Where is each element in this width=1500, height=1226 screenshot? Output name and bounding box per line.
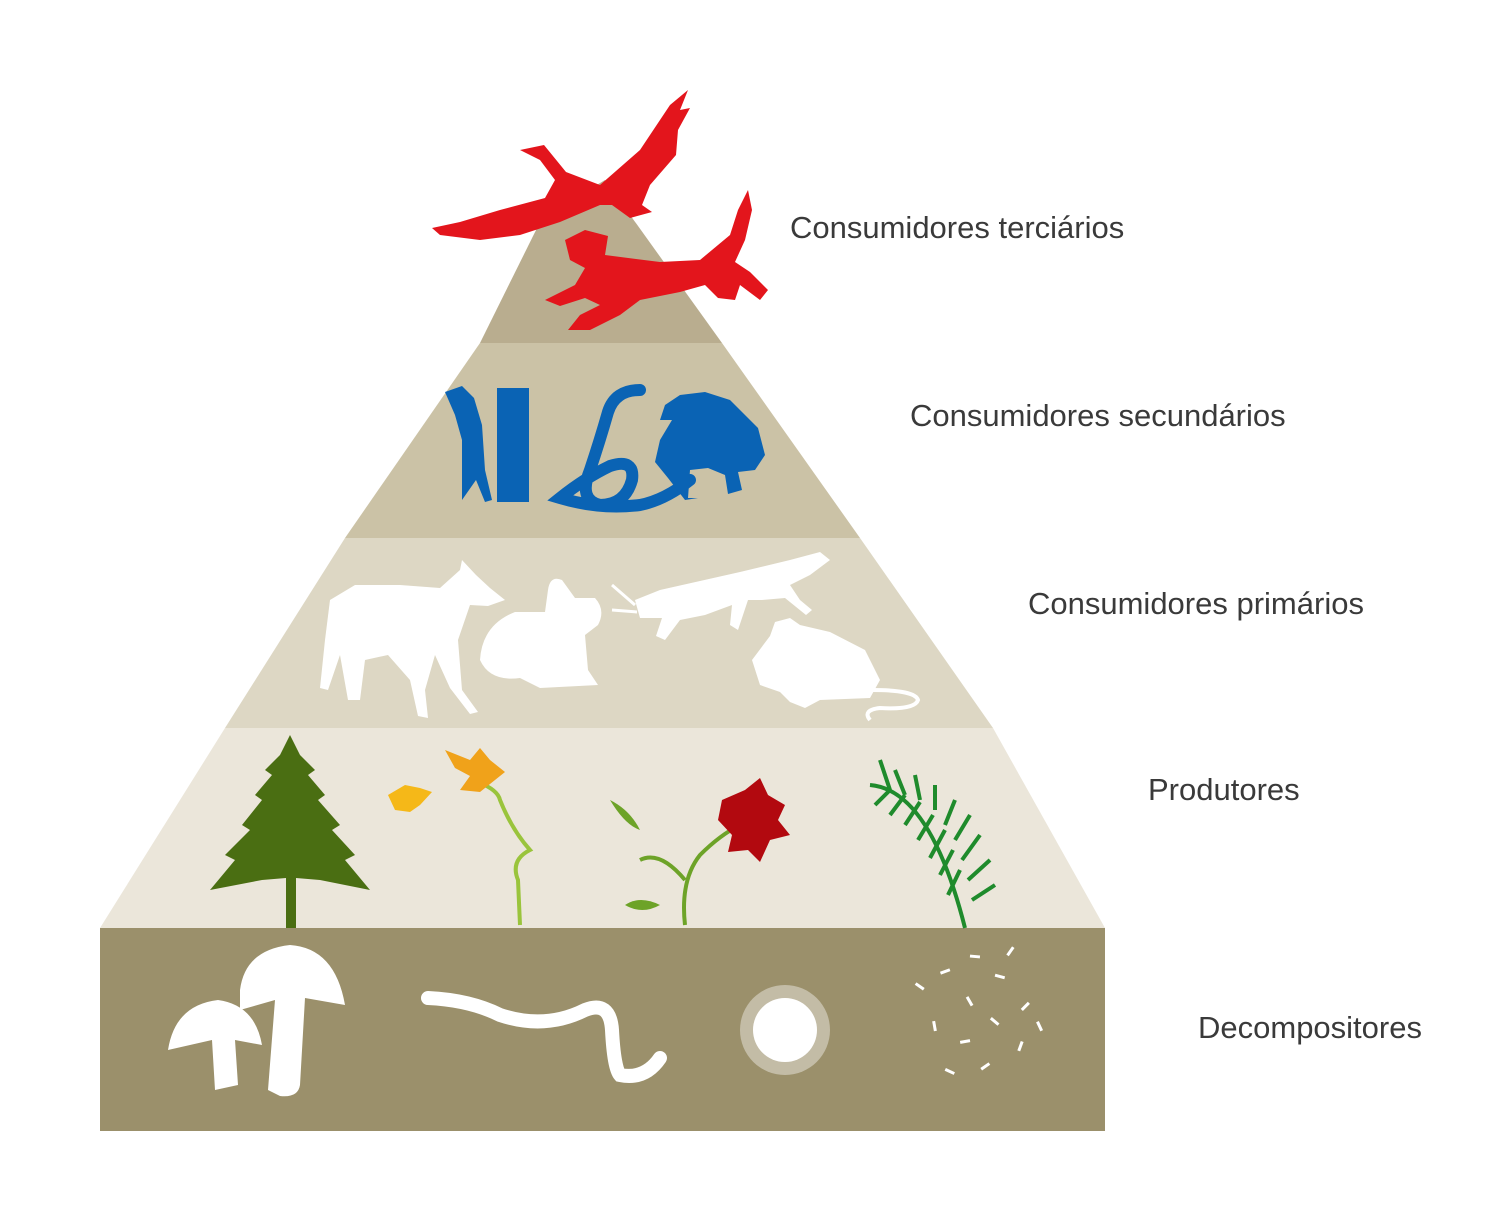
mouse-icon [752,618,921,722]
worm-icon [421,991,667,1083]
snake-icon [547,384,696,513]
deer-icon [320,560,505,718]
eagle-icon [432,90,690,240]
frog-icon [655,392,765,500]
rabbit-icon [480,578,602,688]
fern-icon [869,759,997,929]
label-produtores: Produtores [1148,772,1300,807]
label-decompositores: Decompositores [1198,1010,1422,1045]
label-consumidores-primarios: Consumidores primários [1028,586,1364,621]
fungus-spore-icon [740,985,830,1075]
pine-tree-icon [210,735,370,928]
orange-flower-icon [388,748,534,926]
label-consumidores-terciarios: Consumidores terciários [790,210,1125,245]
red-flower-icon [610,778,790,926]
bacteria-icon [914,946,1044,1075]
puma-icon [545,190,768,330]
mushroom-icon [168,945,345,1097]
woodpecker-icon [445,386,529,502]
grasshopper-icon [611,552,830,640]
label-consumidores-secundarios: Consumidores secundários [910,398,1286,433]
